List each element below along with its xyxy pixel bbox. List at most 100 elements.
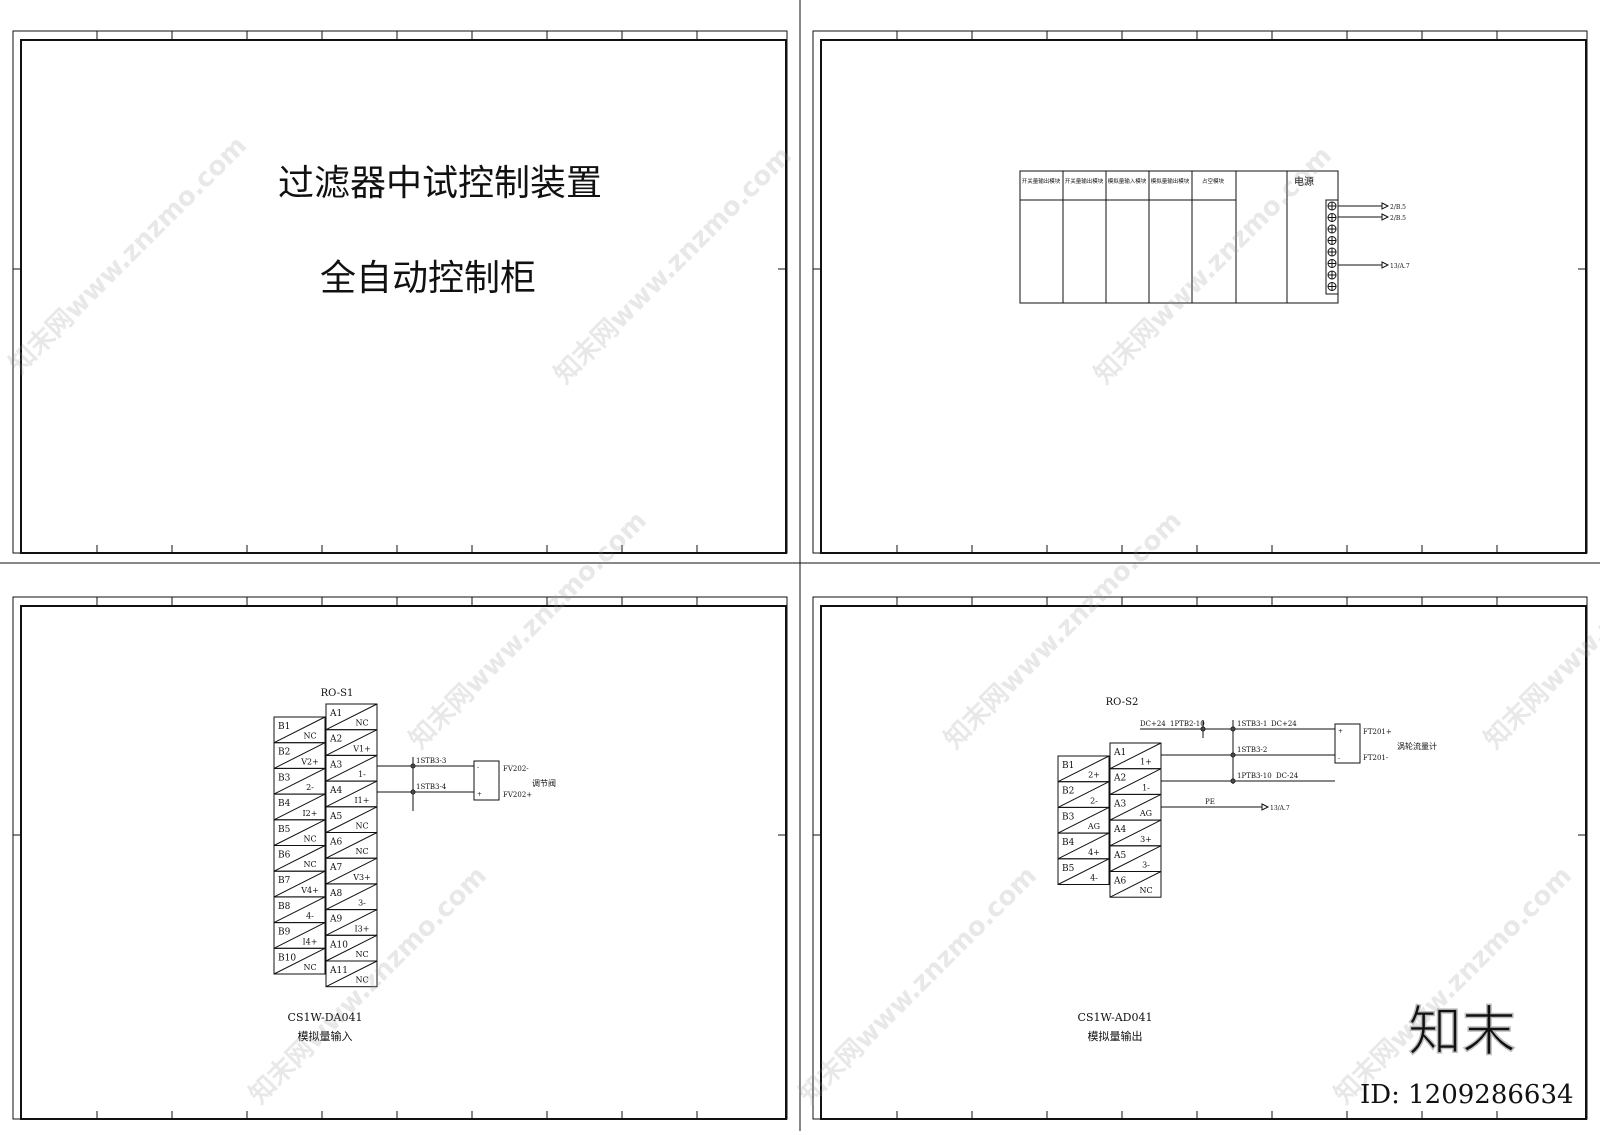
- brand-logo: 知末: [1408, 1000, 1516, 1063]
- terminal-signal: 4+: [1088, 848, 1100, 857]
- terminal-id: A4: [329, 786, 342, 796]
- device-label: FT201-: [1363, 754, 1389, 762]
- sheet-border: [12, 596, 788, 1120]
- terminal-diagonal: [273, 896, 326, 924]
- terminal-cell: [1109, 871, 1162, 898]
- terminal-diagonal: [325, 703, 378, 731]
- sheet-4: RO-S2 B12+B22-B3AGB44+B54-A11+A21-A3AGA4…: [1057, 697, 1437, 1043]
- terminal-diagonal: [325, 960, 378, 988]
- arrow-icon: [1381, 213, 1390, 221]
- terminal-id: B5: [1062, 864, 1075, 874]
- watermark-text: 知末网www.znzmo.com: [939, 506, 1188, 755]
- terminal-id: B2: [1062, 787, 1074, 797]
- terminal-id: B9: [278, 928, 291, 938]
- terminal-diagonal: [1057, 832, 1110, 860]
- arrow-icon: [1381, 261, 1390, 269]
- watermark-text: 知末网www.znzmo.com: [794, 861, 1043, 1110]
- terminal-diagonal: [273, 922, 326, 949]
- terminal-diagonal: [325, 883, 378, 911]
- power-label: 电源: [1294, 175, 1314, 188]
- terminal-id: B1: [1062, 761, 1074, 771]
- device-label: FT201+: [1363, 728, 1392, 736]
- wire-label: 1PTB2-10: [1170, 720, 1205, 728]
- junction-node: [1230, 752, 1236, 758]
- device-name: 涡轮流量计: [1397, 741, 1437, 751]
- terminal-signal: NC: [355, 976, 368, 985]
- terminal-diagonal: [325, 934, 378, 962]
- terminal-id: B1: [278, 722, 290, 732]
- terminal-signal: NC: [303, 835, 316, 844]
- terminal-signal: AG: [1139, 809, 1152, 818]
- sheet-2: 开关量输出模块开关量输出模块模拟量输入模块模拟量输出模块占空模块 电源 2/B.…: [1019, 170, 1410, 304]
- terminal-signal: 1+: [1140, 758, 1152, 767]
- rack-module-label: 占空模块: [1202, 177, 1225, 185]
- terminal-diagonal: [1109, 768, 1162, 795]
- terminal-diagonal: [325, 780, 378, 808]
- terminal-diagonal: [1109, 845, 1162, 872]
- terminal-id: A7: [329, 863, 342, 873]
- terminal-signal: 2+: [1088, 771, 1100, 780]
- terminal-signal: NC: [355, 847, 368, 856]
- terminal-diagonal: [273, 793, 326, 821]
- terminal-id: B2: [278, 748, 290, 758]
- terminal-signal: NC: [355, 950, 368, 959]
- terminal-diagonal: [1057, 755, 1110, 783]
- power-terminal-block: [1325, 199, 1339, 295]
- unit-label: RO-S2: [1106, 697, 1139, 708]
- sheet-inner-frame: [20, 605, 787, 1120]
- terminal-diagonal: [273, 845, 326, 872]
- terminal-diagonal: [325, 754, 378, 782]
- terminal-signal: 4-: [306, 912, 314, 921]
- terminal-diagonal: [325, 832, 378, 859]
- terminal-id: A5: [329, 812, 342, 822]
- terminal-signal: V3+: [352, 873, 371, 882]
- title-text: 过滤器中试控制装置: [278, 163, 602, 204]
- terminal-id: B3: [278, 773, 291, 783]
- terminal-signal: I2+: [303, 809, 318, 818]
- terminal-diagonal: [273, 767, 326, 795]
- model-desc: 模拟量输入: [298, 1029, 353, 1043]
- arrow-icon: [1261, 803, 1270, 811]
- terminal-signal: V1+: [352, 744, 371, 753]
- model-label: CS1W-AD041: [1078, 1011, 1153, 1024]
- terminal-id: B8: [278, 902, 291, 912]
- terminal-diagonal: [1057, 781, 1110, 808]
- terminal-signal: NC: [1139, 886, 1152, 895]
- terminal-id: A11: [329, 966, 348, 976]
- power-wires: 2/B.5 2/B.5 13/A.7: [1338, 202, 1410, 270]
- arrow-icon: [1381, 202, 1390, 210]
- terminal-diagonal: [273, 742, 326, 769]
- wire-label: DC-24: [1276, 772, 1299, 780]
- wire-label: 13/A.7: [1390, 263, 1410, 270]
- terminal-id: A6: [329, 838, 342, 848]
- terminal-id: A1: [1113, 748, 1126, 758]
- terminal-signal: I4+: [303, 937, 318, 946]
- terminal-diagonal: [1109, 742, 1162, 770]
- control-valve-box: [473, 760, 500, 801]
- sheet-inner-frame: [820, 39, 1587, 554]
- junction-node: [410, 763, 416, 769]
- terminal-id: B4: [278, 799, 291, 809]
- watermark-text: 知末网www.znzmo.com: [1329, 861, 1578, 1110]
- device-pin: -: [1338, 755, 1340, 762]
- terminal-signal: 3-: [358, 899, 366, 908]
- terminal-signal: 3+: [1140, 835, 1152, 844]
- terminal-diagonal: [273, 870, 326, 898]
- terminal-id: A4: [1113, 825, 1126, 835]
- wire-label: 2/B.5: [1390, 204, 1406, 211]
- watermark-text: 知末网www.znzmo.com: [4, 131, 253, 380]
- terminal-diagonal: [273, 819, 326, 846]
- watermark-text: 知末网www.znzmo.com: [244, 861, 493, 1110]
- sheet-3: RO-S1 B1NCB2V2+B32-B4I2+B5NCB6NCB7V4+B84…: [273, 688, 556, 1043]
- terminal-id: B4: [1062, 838, 1075, 848]
- watermark-text: 知末网www.znzmo.com: [1479, 506, 1600, 755]
- wire-label: 1STB3-3: [416, 757, 446, 765]
- terminal-id: B7: [278, 876, 291, 886]
- terminal-id: A5: [1113, 851, 1126, 861]
- rack-module-label: 开关量输出模块: [1065, 177, 1104, 185]
- terminal-id: A8: [329, 889, 342, 899]
- terminal-signal: NC: [303, 860, 316, 869]
- device-name: 调节阀: [532, 779, 556, 788]
- terminal-signal: 2-: [306, 783, 314, 792]
